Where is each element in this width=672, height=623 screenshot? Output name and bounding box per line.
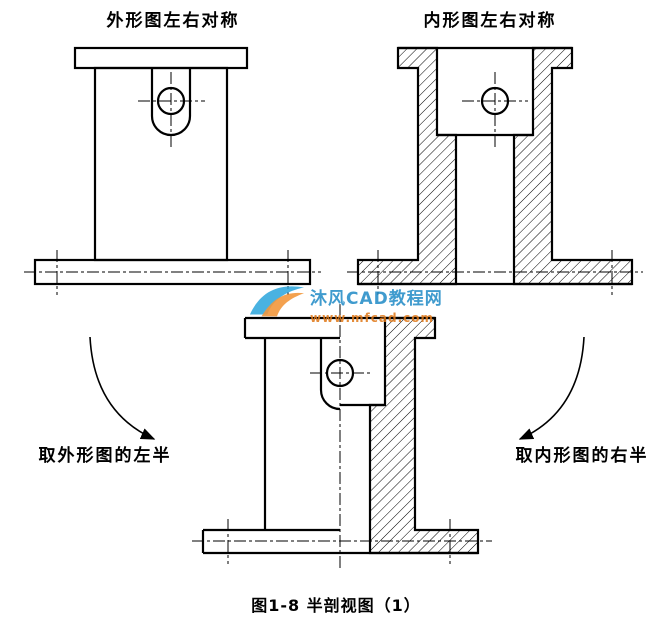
half-section-view <box>192 304 492 570</box>
label-external-view: 外形图左右对称 <box>106 11 240 31</box>
external-view <box>24 46 321 295</box>
external-body <box>93 66 229 262</box>
half-section-centerlines <box>192 304 492 570</box>
label-internal-view: 内形图左右对称 <box>423 11 557 31</box>
label-take-right-half: 取内形图的右半 <box>515 446 649 466</box>
external-centerlines <box>24 72 321 295</box>
label-take-left-half: 取外形图的左半 <box>38 446 172 466</box>
section-cut-left <box>356 46 458 286</box>
section-centerlines <box>347 72 643 295</box>
section-cut-right <box>512 46 634 286</box>
arrow-left-curve-icon <box>89 336 156 440</box>
external-top-flange <box>73 46 249 70</box>
arrow-right-curve-icon <box>518 336 585 440</box>
figure-caption: 图1-8 半剖视图（1） <box>251 596 421 615</box>
external-boss-slot <box>150 68 192 137</box>
section-view <box>347 46 643 295</box>
half-section-cut <box>368 316 480 555</box>
half-boss-slot <box>319 338 341 411</box>
derivation-arrows <box>89 336 585 440</box>
